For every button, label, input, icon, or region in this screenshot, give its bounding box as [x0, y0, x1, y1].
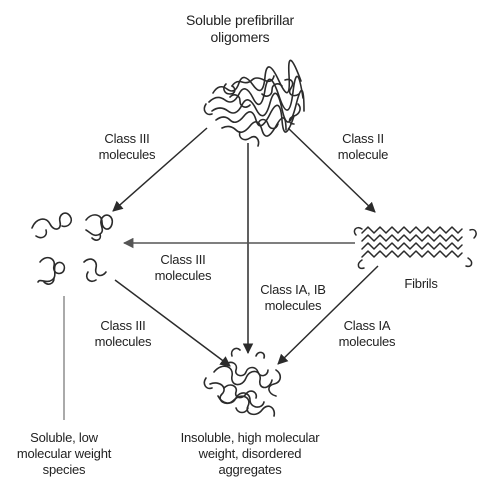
bottom-center-line-1: Insoluble, high molecular: [150, 430, 350, 446]
class-ia-lower-right-line-1: Class IA: [322, 318, 412, 334]
top-title-line-1: Soluble prefibrillar: [160, 12, 320, 29]
bottom-center-line-3: aggregates: [150, 462, 350, 478]
class-iii-middle-label: Class III molecules: [138, 252, 228, 284]
bottom-center-line-2: weight, disordered: [150, 446, 350, 462]
top-title-label: Soluble prefibrillar oligomers: [160, 12, 320, 46]
class-iii-upper-left-line-2: molecules: [82, 147, 172, 163]
bottom-center-label: Insoluble, high molecular weight, disord…: [150, 430, 350, 478]
class-ia-lower-right-line-2: molecules: [322, 334, 412, 350]
class-iii-lower-left-label: Class III molecules: [78, 318, 168, 350]
class-iii-middle-line-1: Class III: [138, 252, 228, 268]
class-iii-upper-left-label: Class III molecules: [82, 131, 172, 163]
class-ii-upper-right-line-1: Class II: [318, 131, 408, 147]
class-ia-lower-right-label: Class IA molecules: [322, 318, 412, 350]
bottom-left-line-3: species: [2, 462, 126, 478]
bottom-left-label: Soluble, low molecular weight species: [2, 430, 126, 478]
class-ii-upper-right-line-2: molecule: [318, 147, 408, 163]
class-iii-middle-line-2: molecules: [138, 268, 228, 284]
fibrils-label: Fibrils: [386, 276, 456, 292]
class-iii-lower-left-line-2: molecules: [78, 334, 168, 350]
top-title-line-2: oligomers: [160, 29, 320, 46]
class-ia-ib-center-line-2: molecules: [248, 298, 338, 314]
aggregate-icon: [204, 348, 280, 416]
small-species-icon: [32, 213, 112, 284]
class-ii-upper-right-label: Class II molecule: [318, 131, 408, 163]
class-ia-ib-center-line-1: Class IA, IB: [248, 282, 338, 298]
class-iii-upper-left-line-1: Class III: [82, 131, 172, 147]
fibril-icon: [354, 227, 476, 268]
bottom-left-line-1: Soluble, low: [2, 430, 126, 446]
oligomer-cluster-icon: [204, 60, 304, 146]
bottom-left-line-2: molecular weight: [2, 446, 126, 462]
class-ia-ib-center-label: Class IA, IB molecules: [248, 282, 338, 314]
class-iii-lower-left-line-1: Class III: [78, 318, 168, 334]
